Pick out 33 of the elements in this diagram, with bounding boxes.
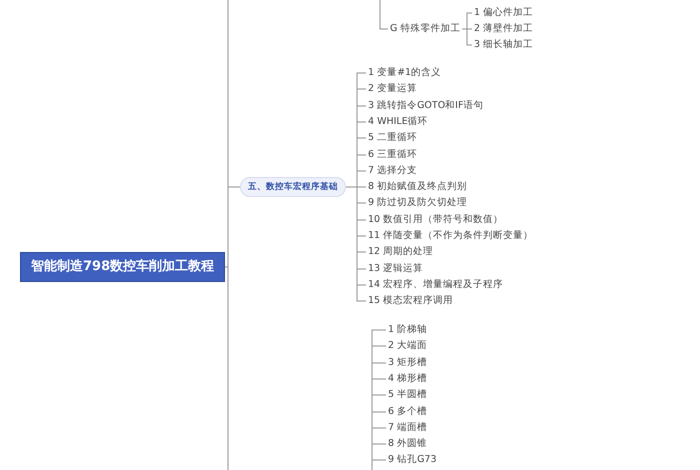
list-item: 7 选择分支	[366, 164, 420, 178]
list-item: 5 半圆槽	[386, 388, 430, 402]
list-item: 6 三重循环	[366, 148, 420, 162]
list-item: 1 变量#1的含义	[366, 66, 444, 80]
list-item: 3 细长轴加工	[472, 38, 536, 52]
section-pill: 五、数控车宏程序基础	[240, 177, 346, 197]
connector-line	[380, 0, 388, 30]
list-item: 12 周期的处理	[366, 245, 436, 260]
branch-label: G 特殊零件加工	[388, 22, 462, 36]
list-item: 9 钻孔G73	[386, 453, 439, 468]
list-item: 5 二重循环	[366, 131, 420, 146]
list-item: 1 阶梯轴	[386, 323, 430, 337]
list-item: 6 多个槽	[386, 404, 430, 418]
list-item: 15 模态宏程序调用	[366, 294, 456, 308]
list-item: 9 防过切及防欠切处理	[366, 196, 470, 210]
list-item: 10 数值引用（带符号和数值）	[366, 212, 506, 227]
list-item: 14 宏程序、增量编程及子程序	[366, 278, 506, 292]
connector-line	[462, 28, 472, 46]
connector-line	[224, 186, 240, 268]
list-item: 4 WHILE循环	[366, 114, 430, 129]
list-item: 13 逻辑运算	[366, 262, 426, 276]
list-item: 4 梯形槽	[386, 372, 430, 386]
list-item: 1 偏心件加工	[472, 6, 536, 20]
list-item: 2 薄壁件加工	[472, 22, 536, 36]
list-item: 3 跳转指令GOTO和IF语句	[366, 98, 486, 113]
list-item: 7 端面槽	[386, 420, 430, 435]
list-item: 11 伴随变量（不作为条件判断变量）	[366, 229, 536, 243]
list-item: 3 矩形槽	[386, 356, 430, 370]
list-item: 2 大端面	[386, 339, 430, 354]
list-item: 2 变量运算	[366, 82, 420, 96]
list-item: 8 外圆锥	[386, 437, 430, 452]
title-box: 智能制造798数控车削加工教程	[20, 252, 226, 282]
list-item: 8 初始赋值及终点判别	[366, 180, 470, 194]
